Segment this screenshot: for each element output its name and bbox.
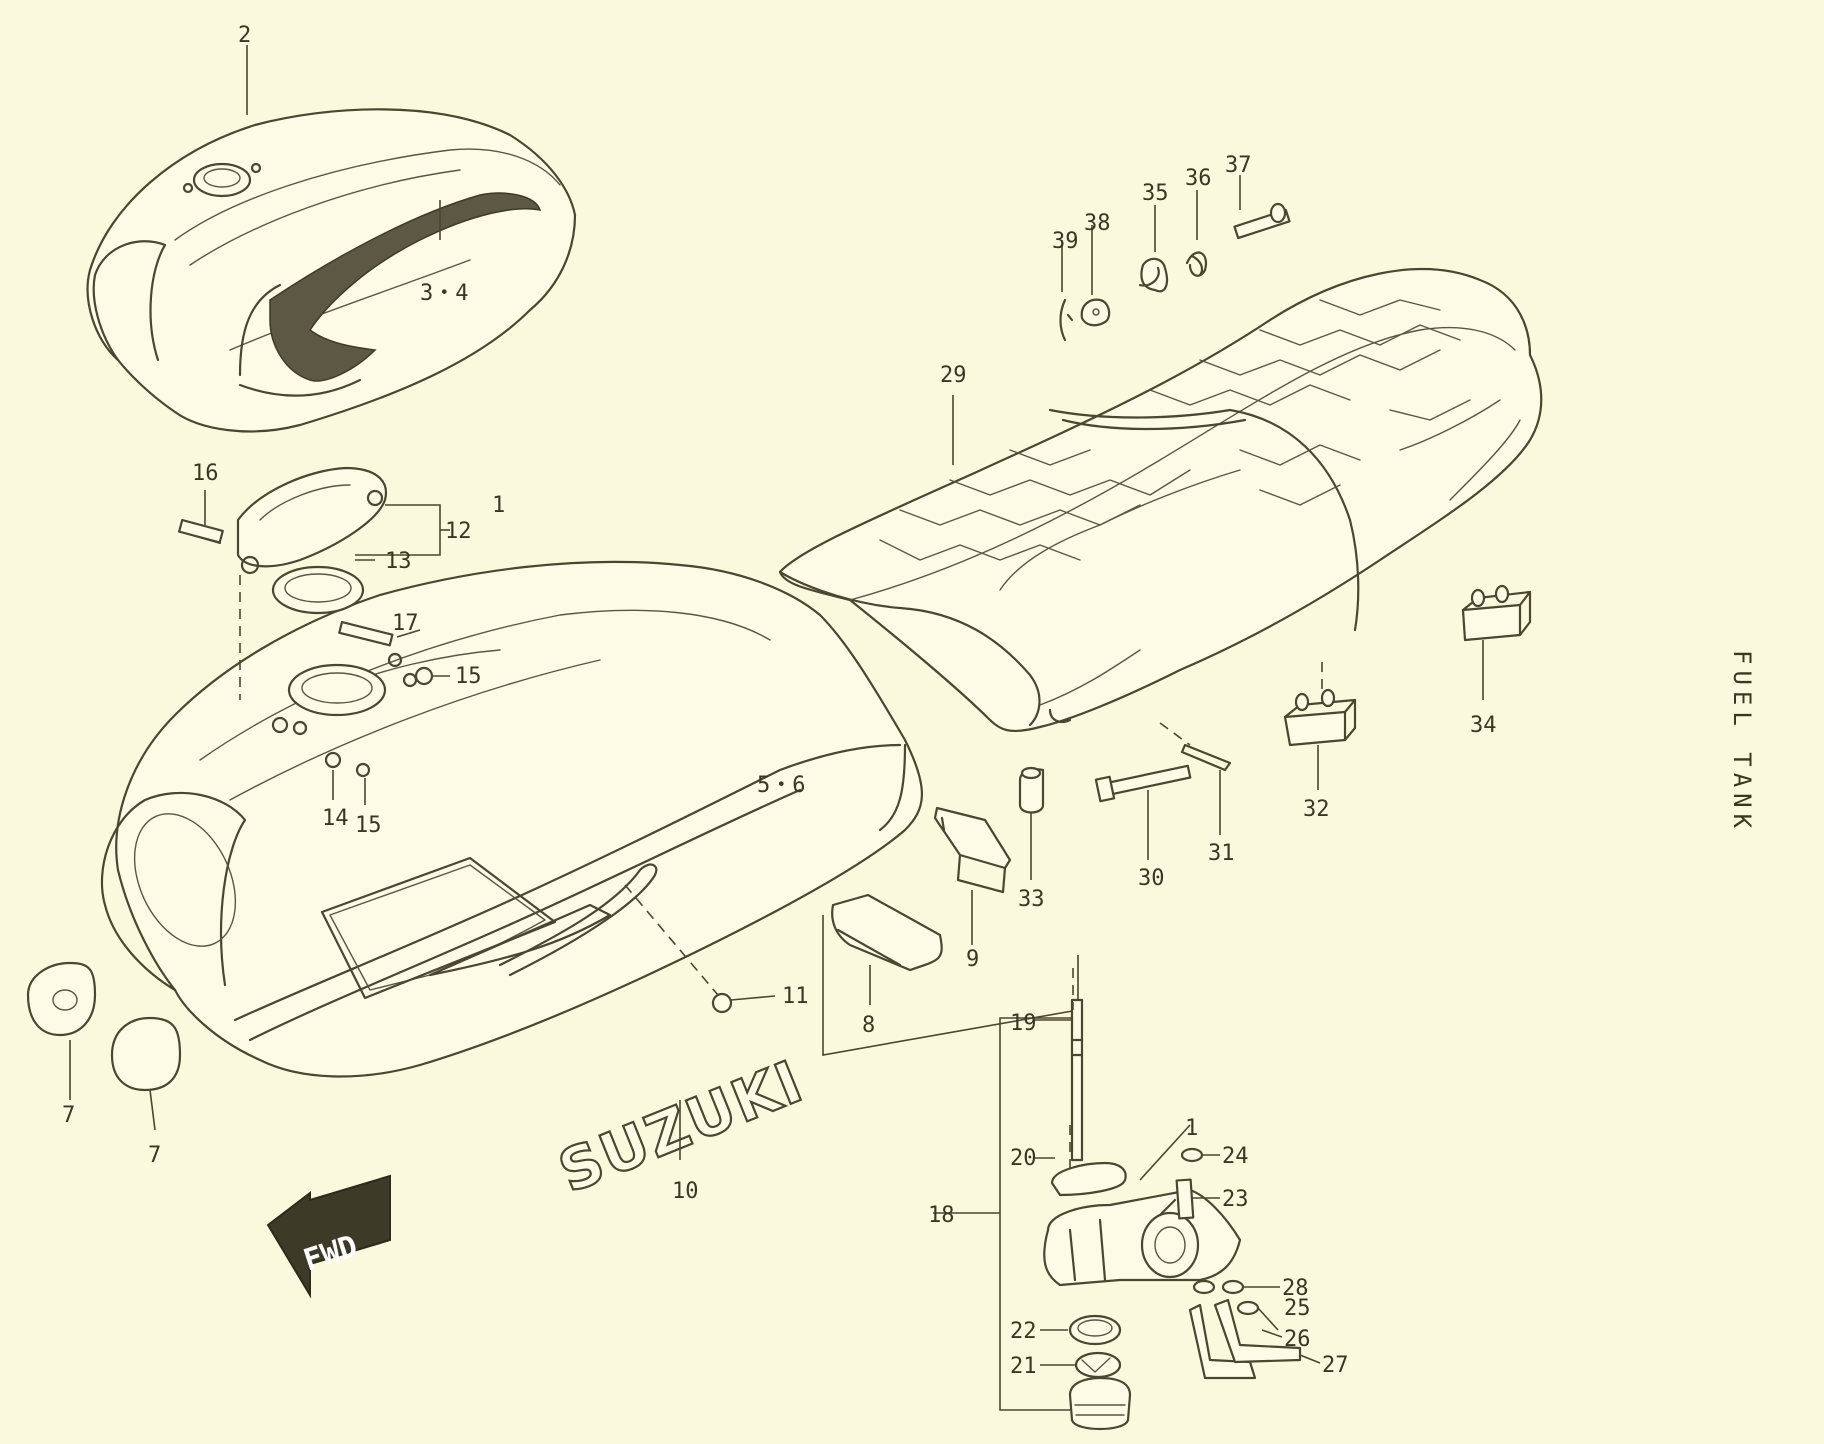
- callout-3-4: 3・4: [420, 281, 469, 306]
- fwd-arrow: FWD: [266, 1174, 391, 1299]
- callout-9: 9: [966, 947, 979, 972]
- callout-1b: 1: [1185, 1116, 1198, 1141]
- callout-18: 18: [928, 1203, 955, 1228]
- callout-37: 37: [1225, 153, 1252, 178]
- callout-10: 10: [672, 1179, 699, 1204]
- callout-36: 36: [1185, 166, 1212, 191]
- part-7-knee-rubbers: [26, 961, 182, 1131]
- callout-22: 22: [1010, 1319, 1037, 1344]
- callout-12: 12: [445, 519, 472, 544]
- part-2-fuel-tank-upper: [86, 45, 577, 433]
- callout-39: 39: [1052, 229, 1079, 254]
- callout-33: 33: [1018, 887, 1045, 912]
- callout-34: 34: [1470, 713, 1497, 738]
- seat-mounting-parts: [1018, 584, 1532, 880]
- filler-neck-parts: [271, 621, 450, 805]
- callout-labels: 2 3・4 1 16 12 13 17 15 14 15 5・6 7 7 10 …: [62, 23, 1497, 1379]
- callout-23: 23: [1222, 1187, 1249, 1212]
- seat-lock-parts: [1059, 175, 1291, 342]
- callout-29: 29: [940, 363, 967, 388]
- callout-35: 35: [1142, 181, 1169, 206]
- callout-19: 19: [1010, 1011, 1037, 1036]
- callout-15a: 15: [455, 664, 482, 689]
- callout-30: 30: [1138, 866, 1165, 891]
- callout-28: 28: [1282, 1276, 1309, 1301]
- callout-25: 25: [1284, 1296, 1311, 1321]
- callout-2: 2: [238, 23, 251, 48]
- callout-1: 1: [492, 493, 505, 518]
- side-title: FUEL TANK: [1728, 650, 1756, 835]
- part-8-9-tank-cushions: [822, 806, 1079, 1056]
- callout-21: 21: [1010, 1354, 1037, 1379]
- callout-27: 27: [1322, 1353, 1349, 1378]
- callout-16: 16: [192, 461, 219, 486]
- callout-5-6: 5・6: [757, 773, 806, 798]
- callout-15b: 15: [355, 813, 382, 838]
- filler-cap-assembly: [178, 466, 450, 700]
- callout-24: 24: [1222, 1144, 1249, 1169]
- callout-13: 13: [385, 549, 412, 574]
- callout-7b: 7: [148, 1143, 161, 1168]
- callout-38: 38: [1084, 211, 1111, 236]
- callout-20: 20: [1010, 1146, 1037, 1171]
- callout-17: 17: [392, 611, 419, 636]
- callout-32: 32: [1303, 797, 1330, 822]
- callout-31: 31: [1208, 841, 1235, 866]
- part-29-seat: [778, 268, 1543, 733]
- callout-11: 11: [782, 984, 809, 1009]
- part-18-fuel-cock: [933, 998, 1321, 1430]
- callout-7a: 7: [62, 1103, 75, 1128]
- callout-26: 26: [1284, 1327, 1311, 1352]
- callout-14: 14: [322, 806, 349, 831]
- callout-8: 8: [862, 1013, 875, 1038]
